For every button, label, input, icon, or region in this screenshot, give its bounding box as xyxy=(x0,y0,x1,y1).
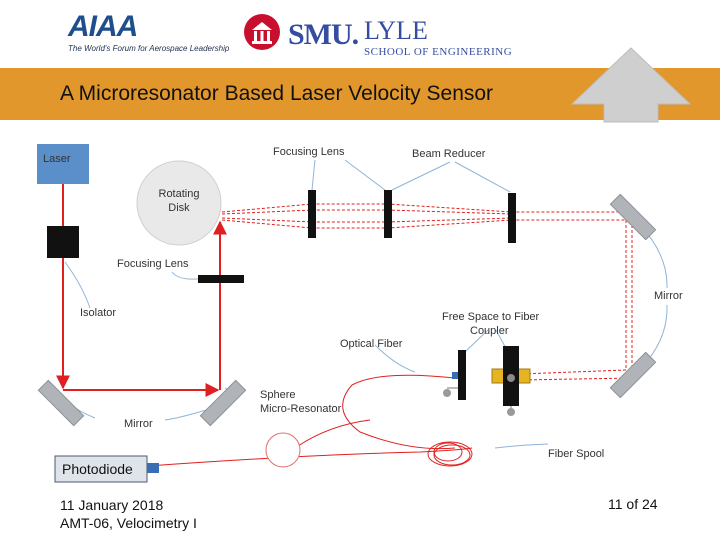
footer-session: AMT-06, Velocimetry I xyxy=(60,515,197,531)
smu-lyle-logo: SMU. LYLE SCHOOL OF ENGINEERING xyxy=(240,12,520,60)
sensor-diagram: Laser Rotating Disk Photodiode Focusing … xyxy=(37,144,683,483)
optical-fiber-label: Optical Fiber xyxy=(340,338,403,350)
optical-fiber-line xyxy=(147,374,473,467)
rotating-disk-label-1: Rotating xyxy=(159,188,200,200)
focusing-lens-left xyxy=(198,275,244,283)
smu-seal-icon xyxy=(244,14,280,50)
photodiode-connector xyxy=(147,463,159,473)
slide-title: A Microresonator Based Laser Velocity Se… xyxy=(60,82,494,105)
laser-beam xyxy=(56,184,227,397)
aiaa-wordmark: AIAA xyxy=(68,10,138,43)
focusing-lens-top-label: Focusing Lens xyxy=(273,146,345,158)
free-space-label-1: Free Space to Fiber xyxy=(442,311,540,323)
mirror-bottom-left xyxy=(37,379,85,427)
fiber-coupler xyxy=(443,346,531,416)
beam-reducer-label: Beam Reducer xyxy=(412,148,486,160)
footer-date: 11 January 2018 xyxy=(60,497,164,513)
sphere-resonator xyxy=(265,432,301,468)
isolator-block xyxy=(47,226,79,258)
mirror-top-right xyxy=(609,193,657,241)
laser-box xyxy=(37,144,89,184)
mirror-bottom-label: Mirror xyxy=(124,418,153,430)
focusing-lens-top xyxy=(308,190,316,238)
aiaa-logo: AIAA The World's Forum for Aerospace Lea… xyxy=(62,10,229,58)
beam-path-dashed xyxy=(221,203,633,381)
sphere-label-2: Micro-Resonator xyxy=(260,403,342,415)
lyle-school: SCHOOL OF ENGINEERING xyxy=(364,46,513,58)
rotating-disk-label-2: Disk xyxy=(168,202,190,214)
photodiode-label: Photodiode xyxy=(62,461,133,477)
rotating-disk xyxy=(136,160,222,246)
photodiode-box xyxy=(54,455,148,483)
lyle-wordmark: LYLE xyxy=(364,16,428,45)
sphere-label-1: Sphere xyxy=(260,389,295,401)
header: AIAA The World's Forum for Aerospace Lea… xyxy=(0,0,720,68)
beam-reducer-lens-2 xyxy=(508,193,516,243)
smu-wordmark: SMU. xyxy=(288,18,359,51)
up-arrow-icon xyxy=(570,47,692,123)
laser-label: Laser xyxy=(43,153,71,165)
mirror-bottom-center xyxy=(199,379,247,427)
isolator-label: Isolator xyxy=(80,307,116,319)
aiaa-tagline: The World's Forum for Aerospace Leadersh… xyxy=(68,44,230,53)
fiber-spool-label: Fiber Spool xyxy=(548,448,604,460)
mirror-bottom-right xyxy=(609,351,657,399)
footer-left: 11 January 2018 AMT-06, Velocimetry I xyxy=(60,496,197,532)
focusing-lens-left-label: Focusing Lens xyxy=(117,258,189,270)
page-number: 11 of 24 xyxy=(608,496,658,512)
mirror-right-label: Mirror xyxy=(654,290,683,302)
beam-reducer-lens-1 xyxy=(384,190,392,238)
free-space-label-2: Coupler xyxy=(470,325,509,337)
